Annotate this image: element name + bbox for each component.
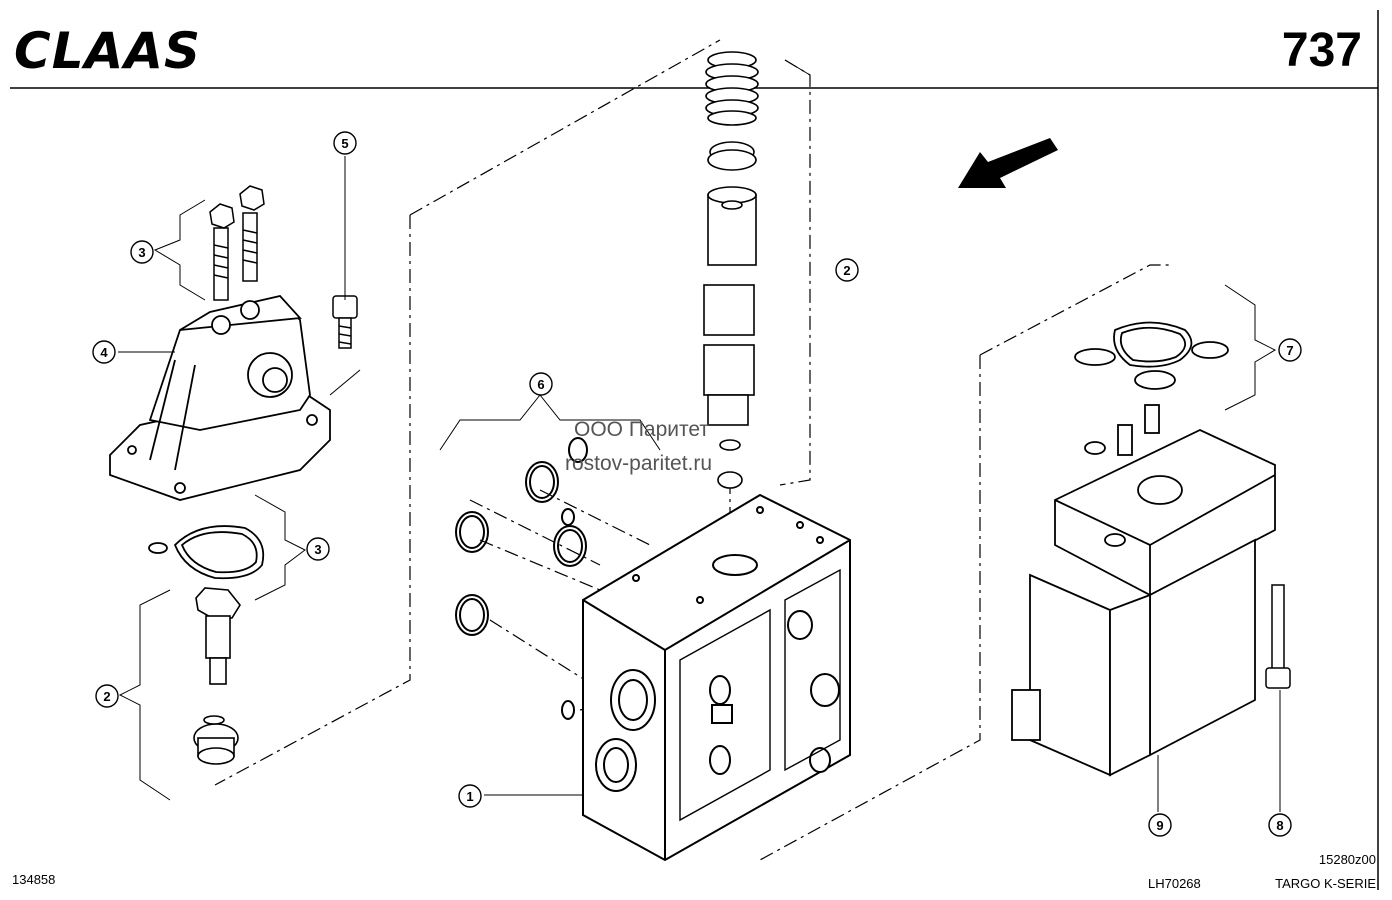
callout-6: 6 — [537, 377, 544, 392]
callout-9: 9 — [1156, 818, 1163, 833]
callout-1: 1 — [466, 789, 473, 804]
watermark-company: ООО Паритет — [574, 418, 709, 441]
callout-7: 7 — [1286, 343, 1293, 358]
cover-gaskets — [1074, 321, 1229, 390]
spool-end-piece — [193, 587, 241, 765]
callout-3-top: 3 — [138, 245, 145, 260]
long-screw — [1265, 584, 1291, 689]
o-rings — [455, 437, 588, 720]
callout-5: 5 — [341, 136, 348, 151]
callout-circles — [92, 131, 1302, 837]
footer-series: TARGO K-SERIE — [1275, 876, 1376, 891]
footer-drawing-code: 134858 — [12, 872, 55, 887]
gasket-seal — [148, 525, 265, 580]
callout-leaders — [118, 156, 1281, 812]
bracket-lines — [118, 59, 1277, 801]
valve-block — [582, 493, 851, 862]
callout-8: 8 — [1276, 818, 1283, 833]
control-unit — [1011, 404, 1276, 777]
stud-bolts — [209, 185, 265, 301]
callout-4: 4 — [100, 345, 108, 360]
direction-arrow-icon — [958, 138, 1058, 188]
spool-assembly — [703, 51, 759, 489]
housing-part — [109, 295, 331, 501]
watermark-url: rostov-paritet.ru — [565, 452, 712, 475]
callout-2-center: 2 — [843, 263, 850, 278]
callout-labels: 1 2 2 3 3 4 5 6 7 8 9 — [100, 136, 1293, 833]
callout-3-mid: 3 — [314, 542, 321, 557]
footer-part-code: LH70268 — [1148, 876, 1201, 891]
footer-figure-code: 15280z00 — [1319, 852, 1376, 867]
brand-logo: CLAAS — [14, 22, 201, 80]
cap-screw — [332, 295, 358, 349]
page-number: 737 — [1282, 24, 1362, 77]
callout-2-left: 2 — [103, 689, 110, 704]
